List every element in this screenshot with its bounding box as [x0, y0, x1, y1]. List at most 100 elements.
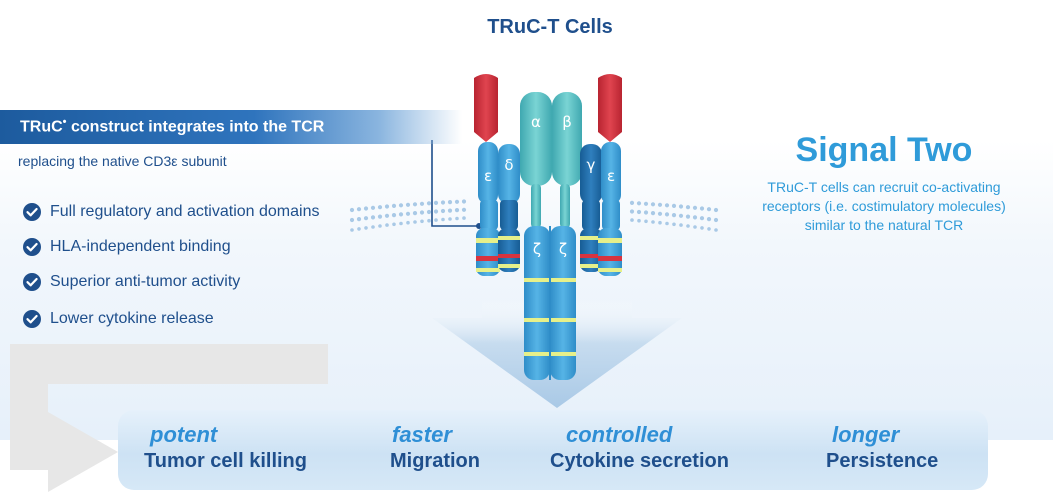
membrane-dot	[657, 211, 663, 216]
membrane-dot	[433, 200, 439, 205]
outcome-qualifier: controlled	[566, 422, 673, 447]
membrane-dot	[672, 222, 676, 227]
membrane-dot	[699, 206, 705, 211]
membrane-dot	[461, 199, 467, 204]
gamma-chain	[580, 144, 602, 272]
feature-item: Lower cytokine release	[22, 308, 214, 330]
feature-label: Lower cytokine release	[50, 310, 214, 327]
check-circle-icon	[23, 203, 41, 221]
membrane-dot	[713, 217, 719, 223]
chain-label-zeta-left: ζ	[533, 240, 541, 258]
cell-membrane	[349, 199, 719, 232]
membrane-dot	[384, 204, 390, 209]
membrane-dot	[419, 201, 425, 206]
membrane-dot	[454, 208, 460, 213]
chain-label-gamma: γ	[587, 156, 596, 174]
membrane-dot	[377, 214, 383, 219]
signal-two-description: TRuC-T cells can recruit co-activating r…	[714, 178, 1053, 235]
membrane-dot	[692, 215, 698, 220]
membrane-dot	[398, 212, 404, 217]
membrane-dot	[384, 213, 390, 218]
membrane-dot	[707, 227, 711, 231]
construct-subtitle: replacing the native CD3ε subunit	[18, 153, 227, 169]
membrane-dot	[686, 224, 690, 228]
membrane-dot	[440, 200, 446, 205]
check-circle-icon	[23, 238, 41, 256]
construct-title-text: construct integrates into the TCR	[66, 118, 325, 136]
membrane-dot	[679, 223, 683, 227]
truc-epsilon-chain-left	[474, 74, 500, 276]
membrane-dot	[644, 219, 648, 224]
membrane-dot	[651, 220, 655, 224]
membrane-dot	[706, 207, 712, 212]
membrane-dot	[678, 204, 684, 209]
truc-epsilon-chain-right	[598, 74, 622, 276]
membrane-dot	[434, 218, 438, 222]
membrane-dot	[629, 200, 635, 205]
signal-description-line: similar to the natural TCR	[804, 217, 964, 233]
construct-title: TRuC• construct integrates into the TCR	[20, 116, 324, 136]
membrane-dot	[630, 218, 634, 222]
membrane-dot	[637, 218, 641, 223]
construct-connector-line	[431, 140, 478, 227]
membrane-dot	[420, 219, 424, 224]
membrane-dot	[370, 215, 376, 220]
membrane-dot	[377, 205, 383, 210]
membrane-dot	[441, 217, 445, 222]
membrane-dot	[685, 214, 691, 219]
page-title: TRuC-T Cells	[487, 16, 613, 38]
chain-label-epsilon-left: ε	[484, 167, 492, 185]
membrane-dot	[405, 202, 411, 207]
membrane-dot	[440, 208, 446, 214]
membrane-dot	[454, 199, 460, 204]
alpha-beta-chains	[520, 92, 582, 228]
outcome-name: Migration	[390, 450, 480, 472]
chain-label-zeta-right: ζ	[559, 240, 567, 258]
membrane-dot	[693, 225, 697, 229]
membrane-dot	[427, 218, 431, 223]
membrane-dot	[462, 216, 466, 220]
construct-banner	[0, 110, 462, 144]
membrane-dot	[391, 213, 397, 218]
membrane-dot	[650, 202, 656, 207]
membrane-dot	[385, 223, 389, 227]
feature-item: HLA-independent binding	[22, 236, 231, 258]
membrane-dot	[419, 210, 425, 215]
membrane-dot	[447, 208, 453, 213]
membrane-dot	[700, 226, 704, 230]
membrane-dot	[349, 207, 355, 213]
membrane-dot	[406, 220, 410, 225]
membrane-dot	[671, 203, 677, 208]
outcome-name: Cytokine secretion	[550, 450, 729, 472]
membrane-dot	[447, 200, 453, 205]
feature-label: HLA-independent binding	[50, 238, 231, 255]
membrane-dot	[405, 211, 411, 216]
membrane-dot	[714, 228, 718, 232]
feature-label: Full regulatory and activation domains	[50, 203, 320, 220]
zeta-chains	[524, 226, 576, 380]
membrane-dot	[356, 207, 362, 212]
membrane-dot	[664, 212, 670, 217]
receptor-scfv-left	[474, 74, 498, 142]
receptor-scfv-right	[598, 74, 622, 142]
outcome-item: controlled Cytokine secretion	[550, 422, 729, 473]
membrane-dot	[678, 213, 684, 218]
membrane-dot	[398, 203, 404, 208]
outcomes-bar: potent Tumor cell killing faster Migrati…	[118, 410, 988, 490]
membrane-dot	[350, 228, 354, 232]
membrane-dot	[699, 216, 705, 221]
membrane-dot	[665, 221, 669, 226]
membrane-dot	[378, 224, 382, 228]
membrane-dot	[412, 202, 418, 207]
membrane-dot	[426, 209, 432, 215]
membrane-dot	[448, 217, 452, 221]
outcome-item: potent Tumor cell killing	[144, 422, 307, 473]
membrane-dot	[412, 211, 418, 216]
check-circle-icon	[23, 273, 41, 291]
chain-label-epsilon-right: ε	[607, 167, 615, 185]
membrane-dot	[413, 220, 417, 224]
membrane-dot	[650, 211, 656, 216]
membrane-dot	[664, 203, 670, 208]
feature-item: Superior anti-tumor activity	[22, 271, 240, 293]
membrane-dot	[392, 222, 396, 227]
